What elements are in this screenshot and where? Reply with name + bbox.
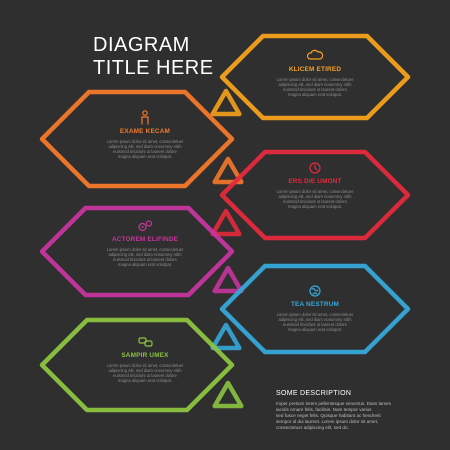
- step-card-right-3: TEA NESTRUM Lorem ipsum dolor sit amet, c…: [245, 283, 385, 332]
- step-card-left-1: EXAME KECAM Lorem ipsum dolor sit amet, c…: [70, 110, 220, 159]
- step-body-line: adipiscing elit, sed diam nonummy nibh: [108, 252, 182, 257]
- description-line: sempor id dui laoreet. Lorem ipsum dolor…: [276, 419, 379, 424]
- step-hexagon-frame: [219, 33, 411, 121]
- step-right-2: [210, 149, 411, 241]
- step-title: ERS DIE UMONT: [288, 178, 342, 185]
- step-body-line: Lorem ipsum dolor sit amet, consectetuer: [276, 189, 354, 194]
- diagram-title-line-2: TITLE HERE: [93, 57, 214, 79]
- step-body: Lorem ipsum dolor sit amet, consectetuer…: [70, 139, 220, 159]
- step-triangle-pointer: [212, 380, 244, 409]
- step-body-line: Lorem ipsum dolor sit amet, consectetuer: [106, 139, 184, 144]
- step-body: Lorem ipsum dolor sit amet, consectetuer…: [70, 247, 220, 267]
- step-triangle-pointer: [212, 265, 244, 294]
- step-body: Lorem ipsum dolor sit amet, consectetuer…: [245, 312, 385, 332]
- step-body: Lorem ipsum dolor sit amet, consectetuer…: [70, 363, 220, 383]
- step-body-line: euismod tincidunt ut laoreet dolore: [282, 87, 347, 92]
- step-body-line: adipiscing elit, sed diam nonummy nibh: [278, 194, 352, 199]
- description-line: Imper pretium lorem pellentesque senectu…: [276, 401, 391, 406]
- globe-icon: [309, 285, 321, 297]
- step-right-1: [210, 33, 411, 121]
- diagram-title: DIAGRAM TITLE HERE: [93, 34, 214, 80]
- step-card-right-1: KLICEM ETIRED Lorem ipsum dolor sit amet,…: [245, 48, 385, 97]
- step-hexagon-frame: [39, 317, 235, 413]
- step-body-line: adipiscing elit, sed diam nonummy nibh: [108, 144, 182, 149]
- step-hexagon-frame: [39, 89, 235, 189]
- step-card-left-2: ACTOREM ELIFINDE Lorem ipsum dolor sit am…: [70, 218, 220, 267]
- step-body-line: magna aliquam erat volutpat.: [117, 378, 172, 383]
- step-title: KLICEM ETIRED: [288, 66, 342, 73]
- step-body-line: magna aliquam erat volutpat.: [117, 262, 172, 267]
- step-hexagon-frame: [219, 263, 411, 355]
- step-body-line: Lorem ipsum dolor sit amet, consectetuer: [106, 247, 184, 252]
- step-triangle-pointer: [212, 156, 244, 185]
- step-card-right-2: ERS DIE UMONT Lorem ipsum dolor sit amet,…: [245, 160, 385, 209]
- step-body-line: Lorem ipsum dolor sit amet, consectetuer: [276, 312, 354, 317]
- step-body-line: euismod tincidunt ut laoreet dolore: [112, 257, 177, 262]
- description-line: sed fusce neget felis. Quisque habitant …: [276, 413, 381, 418]
- description-line: consectetuer adipiscing elit, sed do.: [276, 425, 349, 430]
- step-triangle-pointer: [210, 322, 242, 351]
- step-body-line: euismod tincidunt ut laoreet dolore: [112, 373, 177, 378]
- step-title: ACTOREM ELIFINDE: [111, 236, 179, 243]
- step-body-line: magna aliquam erat volutpat.: [117, 154, 172, 159]
- gears-icon: [138, 220, 153, 232]
- step-body-line: magna aliquam erat volutpat.: [287, 92, 342, 97]
- step-left-3: [39, 317, 244, 413]
- step-title: TEA NESTRUM: [290, 301, 340, 308]
- step-body-line: euismod tincidunt ut laoreet dolore: [112, 149, 177, 154]
- step-body-line: Lorem ipsum dolor sit amet, consectetuer: [106, 363, 184, 368]
- step-title: EXAME KECAM: [119, 128, 171, 135]
- step-title: SAMPIR UMEX: [121, 352, 169, 359]
- step-body: Lorem ipsum dolor sit amet, consectetuer…: [245, 77, 385, 97]
- chat-bubbles-icon: [138, 337, 153, 347]
- cloud-icon: [307, 49, 323, 60]
- description-title: SOME DESCRIPTION: [276, 390, 352, 397]
- person-icon: [141, 110, 149, 125]
- step-card-left-3: SAMPIR UMEX Lorem ipsum dolor sit amet, c…: [70, 334, 220, 383]
- step-hexagon-frame: [39, 205, 235, 298]
- step-body-line: adipiscing elit, sed diam nonummy nibh: [278, 317, 352, 322]
- diagram-title-line-1: DIAGRAM: [93, 34, 190, 56]
- step-triangle-pointer: [210, 88, 242, 117]
- step-hexagon-frame: [219, 149, 411, 241]
- description-block: SOME DESCRIPTION Imper pretium lorem pel…: [276, 390, 426, 431]
- step-body-line: euismod tincidunt ut laoreet dolore: [282, 322, 347, 327]
- description-line: iaculis ornare felis, facilisis. Nam tem…: [276, 407, 372, 412]
- step-left-2: [39, 205, 244, 298]
- step-body-line: magna aliquam erat volutpat.: [287, 327, 342, 332]
- step-body: Lorem ipsum dolor sit amet, consectetuer…: [245, 189, 385, 209]
- step-body-line: euismod tincidunt ut laoreet dolore: [282, 199, 347, 204]
- step-body-line: magna aliquam erat volutpat.: [287, 204, 342, 209]
- step-body-line: adipiscing elit, sed diam nonummy nibh: [108, 368, 182, 373]
- step-left-1: [39, 89, 244, 189]
- step-triangle-pointer: [210, 208, 242, 237]
- step-body-line: adipiscing elit, sed diam nonummy nibh: [278, 82, 352, 87]
- description-body: Imper pretium lorem pellentesque senectu…: [276, 401, 426, 431]
- step-right-3: [210, 263, 411, 355]
- step-body-line: Lorem ipsum dolor sit amet, consectetuer: [276, 77, 354, 82]
- clock-icon: [309, 162, 321, 174]
